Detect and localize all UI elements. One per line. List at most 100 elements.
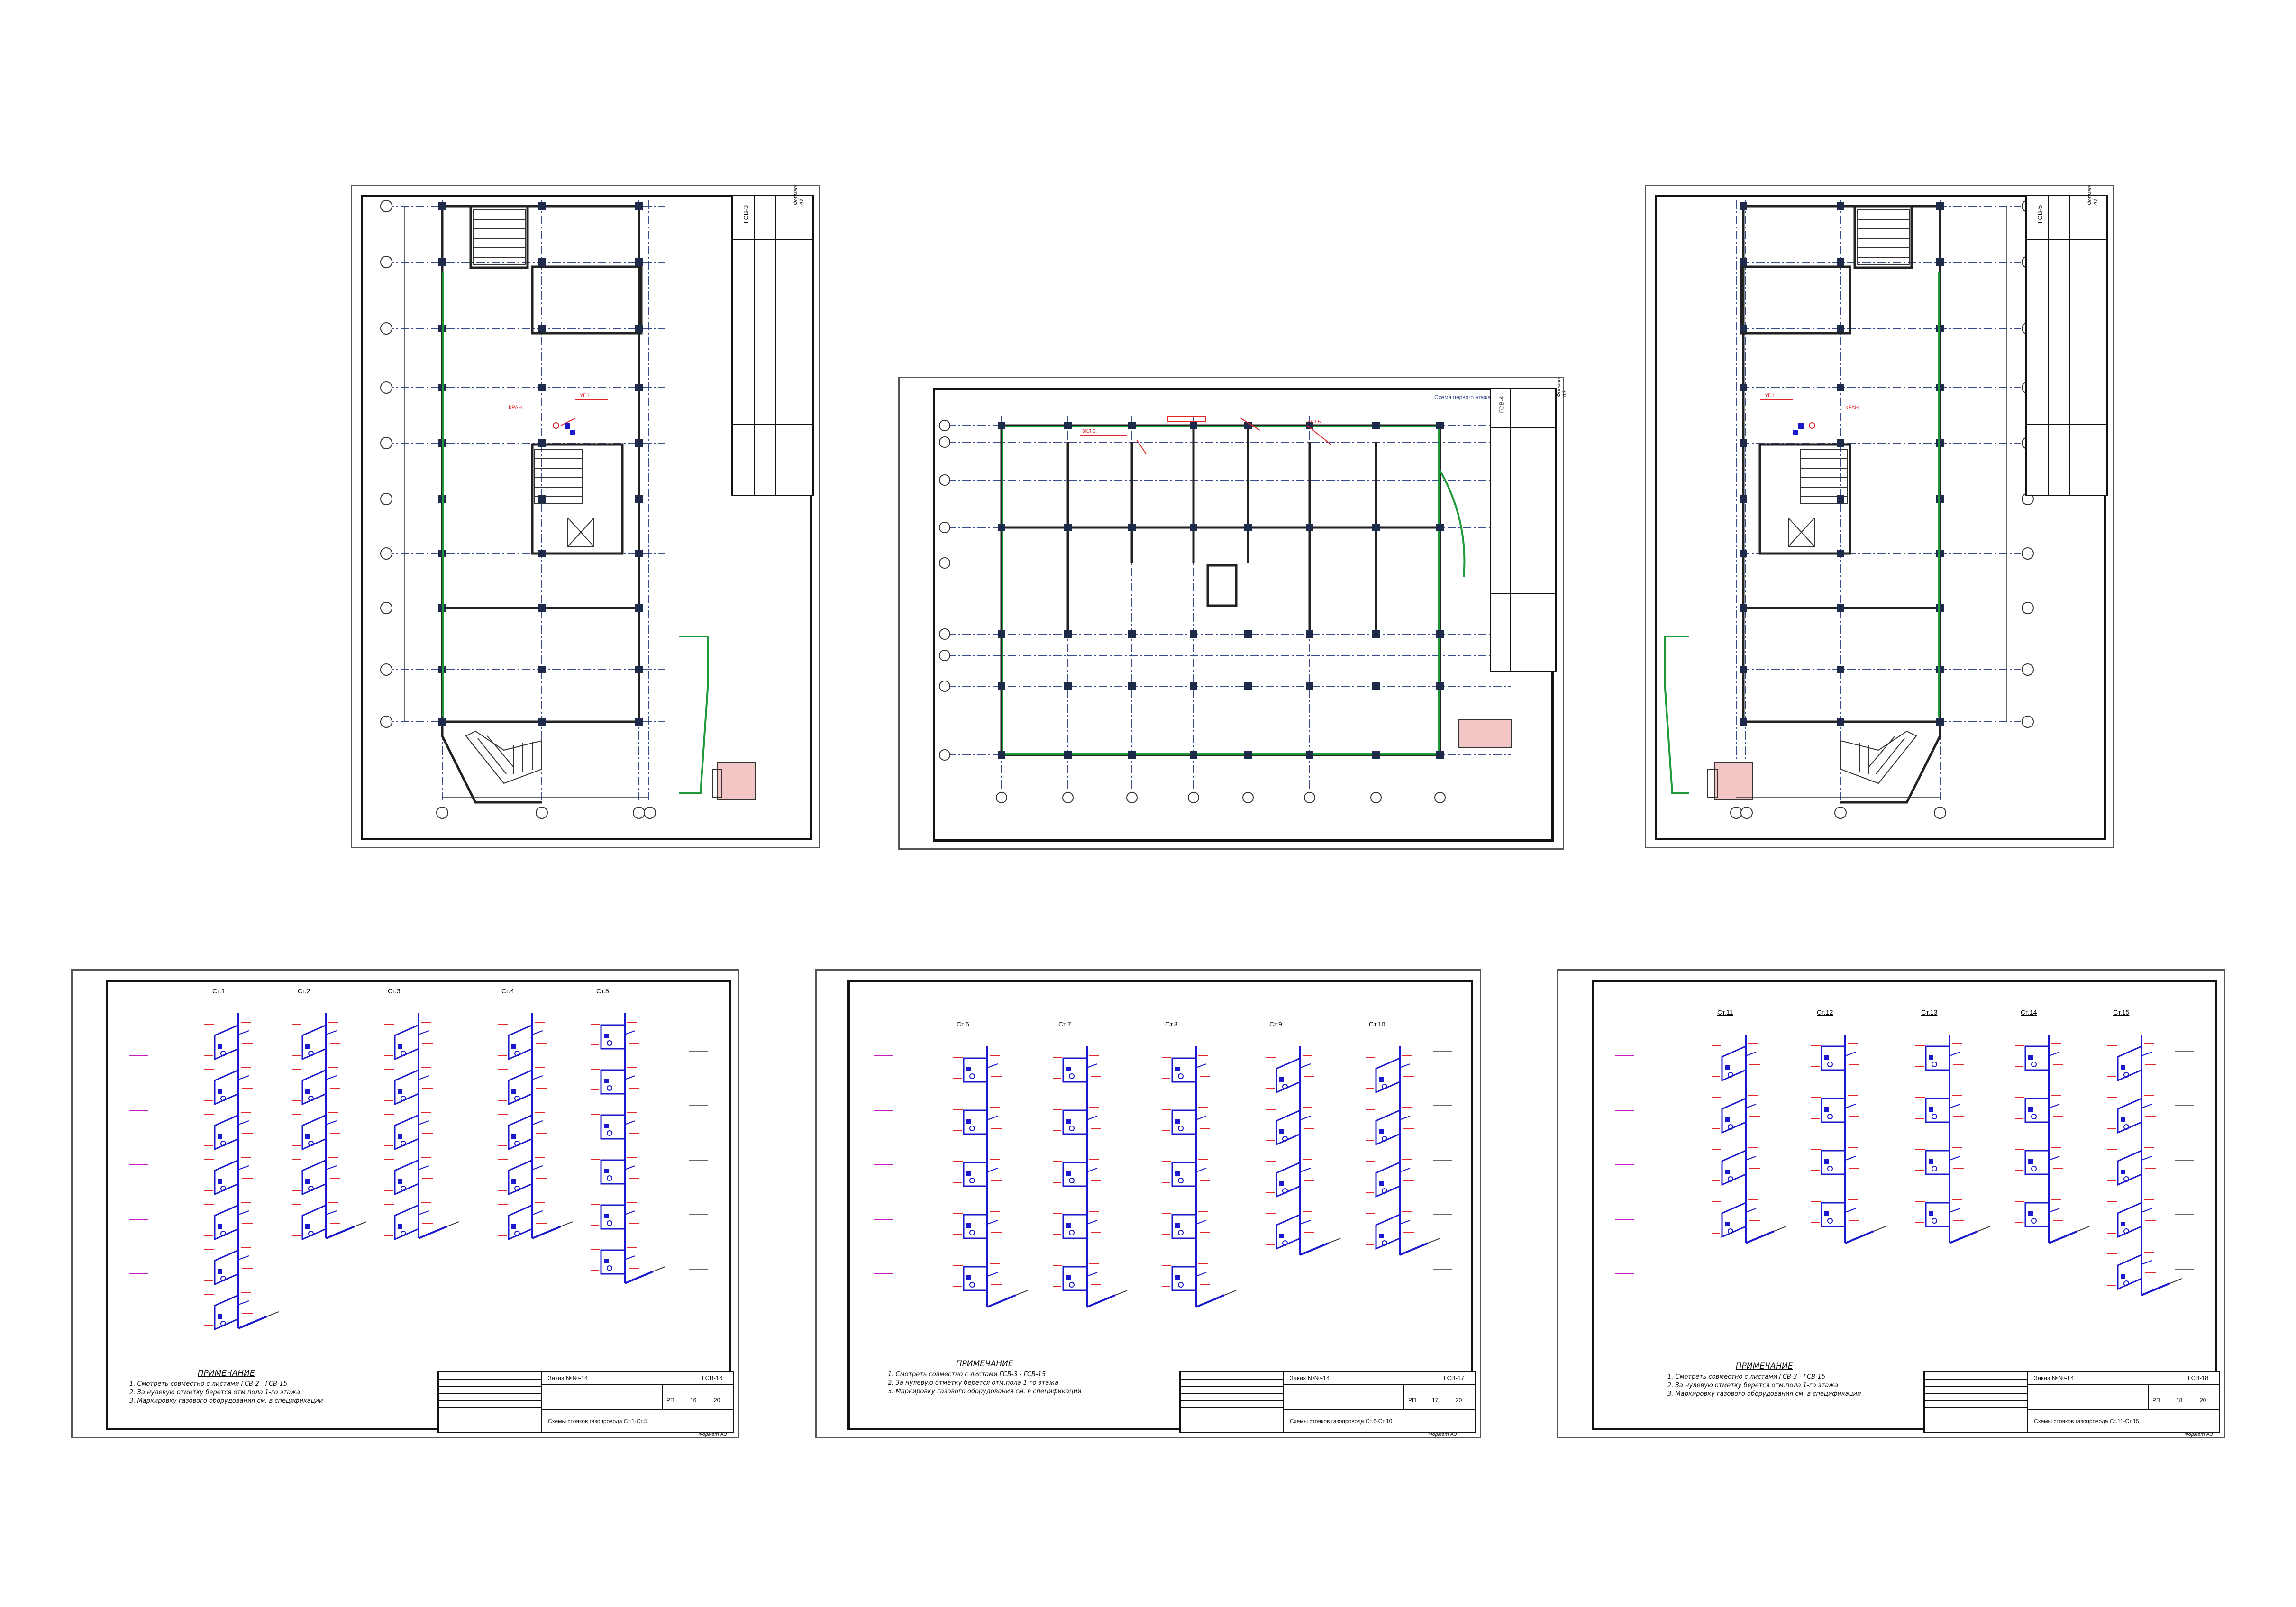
sheet-code: ГСВ-5 — [2036, 205, 2044, 224]
gas-riser — [1915, 1035, 1990, 1244]
gas-riser — [591, 1013, 665, 1284]
riser-label: Ст.10 — [1369, 1020, 1385, 1028]
note-line: 1. Смотреть совместно с листами ГСВ-3 - … — [888, 1371, 1046, 1378]
sheet-frame — [847, 980, 1473, 1430]
svg-text:ВКЛ.Б.: ВКЛ.Б. — [1307, 419, 1322, 425]
sheet-plan-center[interactable]: ВКЛ.Б. ВКЛ.Б. ГСВ-4 Схема первого этажа Ф… — [898, 376, 1567, 853]
order-number: Заказ №№-14 — [548, 1374, 588, 1381]
riser-label: Ст.15 — [2113, 1008, 2130, 1016]
gas-riser — [498, 1013, 573, 1241]
note-line: 2. За нулевую отметку берется отм.пола 1… — [888, 1380, 1058, 1387]
svg-text:УГ.1: УГ.1 — [580, 393, 590, 399]
riser-label: Ст.11 — [1717, 1008, 1733, 1016]
floor-plan-drawing: ВКЛ.Б. ВКЛ.Б. — [900, 378, 1566, 853]
note-line: 2. За нулевую отметку берется отм.пола 1… — [129, 1389, 300, 1396]
sheet-risers-c[interactable]: Ст.11 Ст.12 Ст.13 Ст.14 Ст.15 ПРИМЕЧАНИЕ… — [1557, 969, 2225, 1438]
order-number: Заказ №№-14 — [1290, 1374, 1330, 1381]
format-label: Формат А3 — [2184, 1432, 2213, 1437]
riser-a-graphics — [129, 1013, 708, 1331]
gas-riser — [1266, 1046, 1341, 1256]
order-number: Заказ №№-14 — [2034, 1374, 2074, 1381]
gas-riser — [1162, 1046, 1237, 1308]
note-line: 3. Маркировку газового оборудования см. … — [129, 1398, 323, 1405]
title-block: Заказ №№-14 ГСВ-16 РП 16 20 Схемы стояко… — [437, 1371, 734, 1433]
title-block: ГСВ-5 — [2025, 195, 2108, 496]
sheet-count: 20 — [714, 1397, 720, 1404]
sheet-stamp-title: Схема первого этажа — [1434, 394, 1491, 400]
sheet-count: 20 — [2200, 1397, 2206, 1404]
sheet-code: ГСВ-4 — [1498, 396, 1505, 413]
sheet-count: 20 — [1456, 1397, 1462, 1404]
sheet-frame — [1655, 195, 2106, 840]
notes-title: ПРИМЕЧАНИЕ — [197, 1369, 255, 1378]
riser-label: Ст.3 — [388, 987, 401, 995]
stage-value: РП — [666, 1397, 674, 1404]
riser-label: Ст.6 — [957, 1020, 969, 1028]
floor-plan-graphics: ВКЛ.Б. ВКЛ.Б. — [939, 416, 1512, 803]
sheet-frame — [1592, 980, 2217, 1430]
note-line: 1. Смотреть совместно с листами ГСВ-2 - … — [129, 1380, 288, 1388]
stage-value: РП — [2152, 1397, 2160, 1404]
sheet-code: ГСВ-3 — [742, 205, 750, 224]
sheet-title: Схемы стояков газопровода Ст.11-Ст.15 — [2034, 1418, 2140, 1425]
stage-value: РП — [1408, 1397, 1416, 1404]
note-line: 3. Маркировку газового оборудования см. … — [1667, 1390, 1861, 1398]
sheet-number: 16 — [690, 1397, 697, 1404]
format-label: Формат А3 — [698, 1432, 727, 1437]
gas-riser — [204, 1013, 279, 1331]
riser-label: Ст.1 — [212, 987, 225, 995]
gas-riser — [292, 1013, 367, 1241]
sheet-frame — [361, 195, 812, 840]
riser-label: Ст.2 — [298, 987, 310, 995]
sheet-number: 17 — [1432, 1397, 1439, 1404]
sheet-code: ГСВ-16 — [702, 1374, 723, 1381]
title-block: ГСВ-3 — [731, 195, 814, 496]
gas-riser — [384, 1013, 459, 1241]
svg-text:ВКЛ.Б.: ВКЛ.Б. — [1082, 429, 1097, 434]
note-line: 3. Маркировку газового оборудования см. … — [888, 1388, 1082, 1395]
note-line: 1. Смотреть совместно с листами ГСВ-3 - … — [1667, 1373, 1826, 1380]
format-label: Формат А3 — [1428, 1432, 1457, 1437]
svg-text:КРАН: КРАН — [509, 405, 522, 410]
gas-riser — [1053, 1046, 1128, 1308]
note-line: 2. За нулевую отметку берется отм.пола 1… — [1667, 1382, 1838, 1389]
format-label: Формат А3 — [2087, 184, 2098, 205]
gas-riser — [1811, 1035, 1886, 1244]
floor-plan-graphics: КРАН УГ.1 — [380, 200, 756, 819]
gas-riser — [1712, 1035, 1786, 1244]
sheet-plan-right[interactable]: КРАН УГ.1 ГСВ-5 Формат А3 — [1645, 184, 2114, 848]
sheet-risers-a[interactable]: Ст.1 Ст.2 Ст.3 Ст.4 Ст.5 ПРИМЕЧАНИЕ 1. С… — [71, 969, 739, 1438]
notes-block: ПРИМЕЧАНИЕ 1. Смотреть совместно с листа… — [1667, 1362, 1861, 1398]
format-label: Формат А3 — [1556, 376, 1567, 397]
notes-title: ПРИМЕЧАНИЕ — [1735, 1362, 1793, 1371]
notes-block: ПРИМЕЧАНИЕ 1. Смотреть совместно с листа… — [888, 1359, 1081, 1396]
sheet-title: Схемы стояков газопровода Ст.6-Ст.10 — [1290, 1418, 1393, 1425]
riser-label: Ст.5 — [596, 987, 609, 995]
title-block: ГСВ-4 Схема первого этажа — [1434, 388, 1557, 672]
floor-plan-drawing: КРАН УГ.1 — [1646, 186, 2115, 852]
sheet-code: ГСВ-18 — [2188, 1374, 2209, 1381]
title-block: Заказ №№-14 ГСВ-18 РП 18 20 Схемы стояко… — [1923, 1371, 2220, 1433]
floor-plan-drawing: КРАН УГ.1 — [352, 186, 821, 852]
sheet-code: ГСВ-17 — [1444, 1374, 1465, 1381]
riser-label: Ст.8 — [1165, 1020, 1178, 1028]
svg-text:УГ.1: УГ.1 — [1765, 393, 1775, 399]
riser-label: Ст.4 — [501, 987, 514, 995]
riser-label: Ст.9 — [1269, 1020, 1282, 1028]
sheet-risers-b[interactable]: Ст.6 Ст.7 Ст.8 Ст.9 Ст.10 ПРИМЕЧАНИЕ 1. … — [815, 969, 1481, 1438]
riser-b-graphics — [874, 1046, 1452, 1308]
gas-riser — [953, 1046, 1028, 1308]
format-label: Формат А3 — [793, 184, 804, 205]
notes-title: ПРИМЕЧАНИЕ — [956, 1359, 1013, 1369]
gas-riser — [1366, 1046, 1440, 1256]
riser-label: Ст.14 — [2021, 1008, 2037, 1016]
title-block: Заказ №№-14 ГСВ-17 РП 17 20 Схемы стояко… — [1179, 1371, 1476, 1433]
svg-text:КРАН: КРАН — [1845, 405, 1859, 410]
gas-riser — [2015, 1035, 2090, 1244]
riser-label: Ст.7 — [1058, 1020, 1071, 1028]
floor-plan-graphics: КРАН УГ.1 — [1664, 200, 2034, 819]
sheet-frame — [106, 980, 731, 1430]
gas-riser — [2107, 1035, 2182, 1296]
